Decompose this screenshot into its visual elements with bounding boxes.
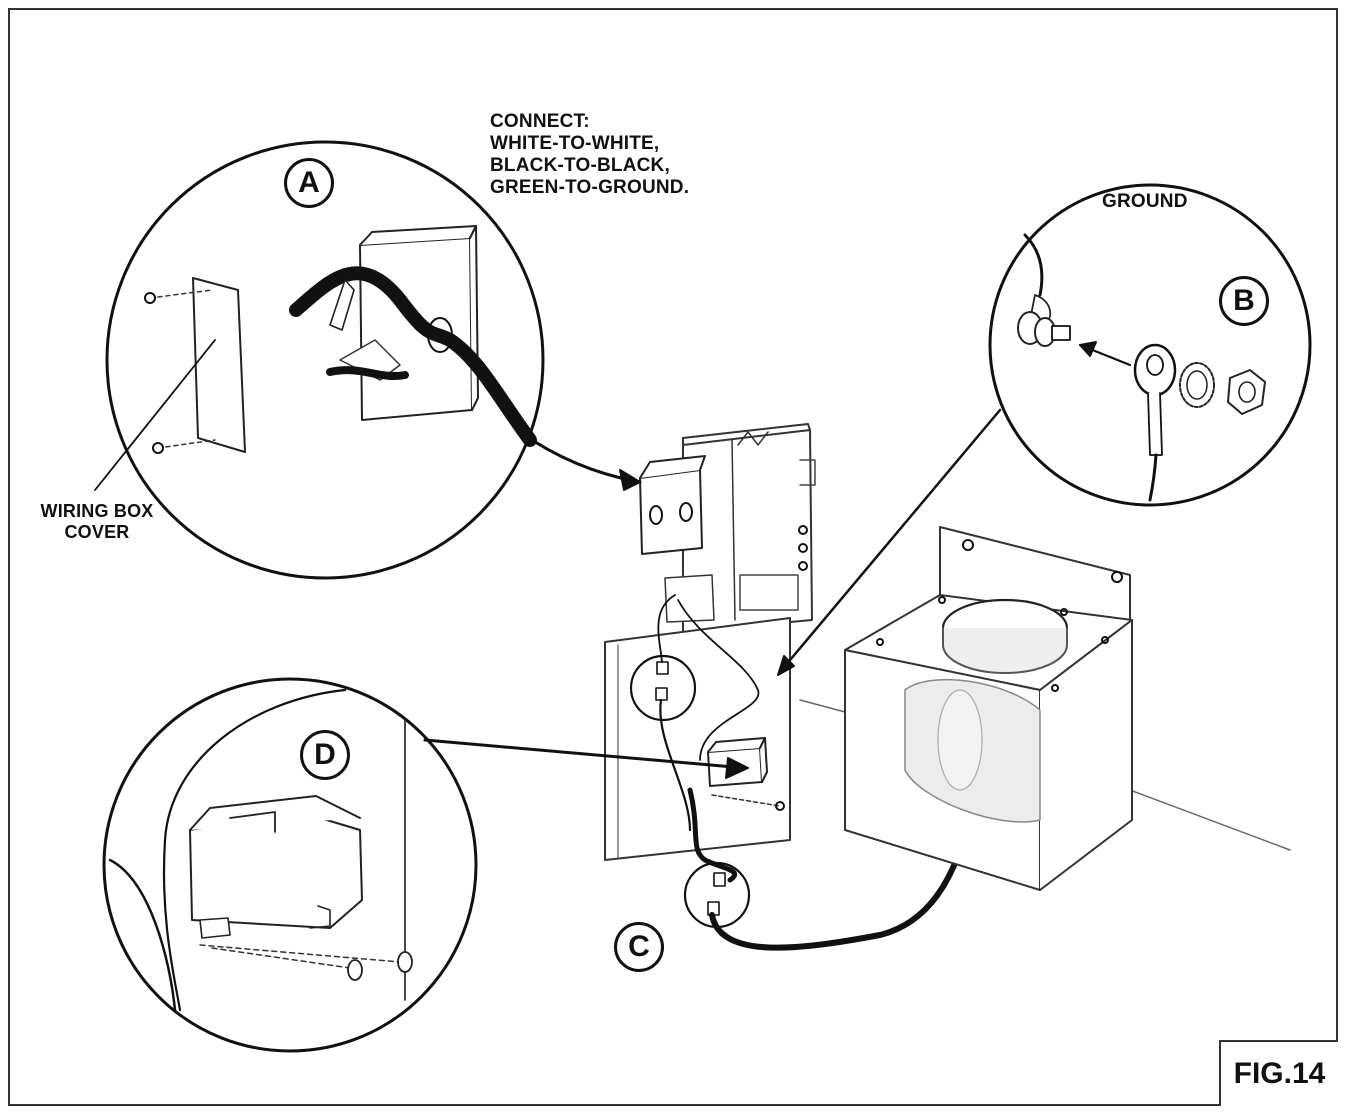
detail-d xyxy=(102,677,478,1053)
detail-b xyxy=(988,183,1312,507)
callout-d: D xyxy=(300,730,350,780)
connect-line-3: BLACK-TO-BLACK, xyxy=(490,155,670,176)
arrow-a xyxy=(518,430,642,491)
callout-b: B xyxy=(1219,276,1269,326)
control-panel xyxy=(604,423,816,861)
wiring-box-cover-line-1: WIRING BOX xyxy=(40,501,154,521)
ground-label: GROUND xyxy=(1102,191,1188,212)
connect-instructions: CONNECT: WHITE-TO-WHITE, BLACK-TO-BLACK,… xyxy=(490,112,689,200)
figure-label: FIG.14 xyxy=(1219,1040,1338,1106)
wiring-box-cover-label: WIRING BOX COVER xyxy=(22,502,172,544)
callout-a: A xyxy=(284,158,334,208)
detail-a xyxy=(94,140,545,580)
connect-line-4: GREEN-TO-GROUND. xyxy=(490,177,690,198)
blower-assembly xyxy=(844,526,1133,891)
arrow-b xyxy=(777,408,1002,676)
wiring-box-cover-line-2: COVER xyxy=(64,522,130,542)
room-lines xyxy=(799,699,1291,851)
callout-c: C xyxy=(614,922,664,972)
connect-line-1: CONNECT: xyxy=(490,111,590,132)
connect-line-2: WHITE-TO-WHITE, xyxy=(490,133,660,154)
arrow-d xyxy=(423,738,749,779)
